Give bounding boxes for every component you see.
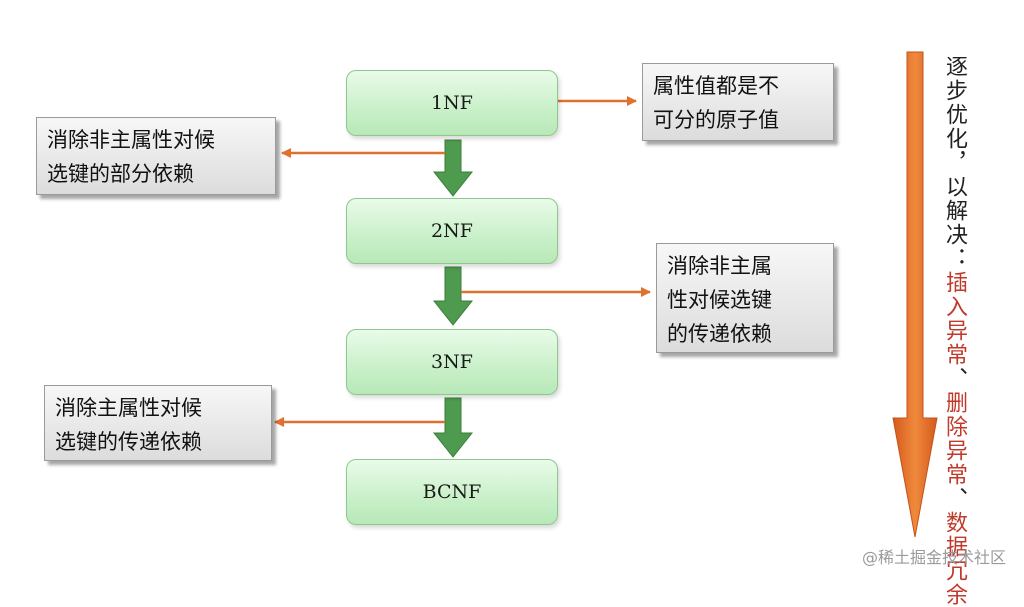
note-atomic-line-1: 属性值都是不	[653, 74, 779, 98]
note-partial-line-1: 消除非主属性对候	[47, 128, 215, 152]
node-bcnf-label: BCNF	[422, 481, 482, 503]
note-atomic-line-2: 可分的原子值	[653, 108, 779, 132]
down-arrow-2	[432, 266, 474, 326]
node-1nf-label: 1NF	[431, 92, 473, 114]
side-text-col1: 逐步优化，以解决：	[942, 55, 967, 271]
node-3nf: 3NF	[346, 329, 558, 395]
down-arrow-3	[432, 397, 474, 458]
node-3nf-label: 3NF	[431, 351, 473, 373]
arrow-layer	[274, 51, 938, 538]
note-transitive-nonprime: 消除非主属 性对候选键 的传递依赖	[656, 243, 834, 353]
note-transitive-prime-line-1: 消除主属性对候	[55, 396, 202, 420]
note-atomic-values: 属性值都是不 可分的原子值	[642, 63, 834, 141]
note-transitive-prime-line-2: 选键的传递依赖	[55, 430, 202, 454]
big-down-arrow	[892, 51, 938, 538]
note-transitive-nonprime-line-1: 消除非主属	[667, 254, 772, 278]
node-2nf: 2NF	[346, 198, 558, 264]
side-text-delete-anomaly: 删除异常	[942, 391, 967, 487]
note-partial-line-2: 选键的部分依赖	[47, 162, 194, 186]
side-text-insert-anomaly: 插入异常	[942, 271, 967, 367]
note-partial-dependency: 消除非主属性对候 选键的部分依赖	[36, 117, 276, 195]
note-transitive-nonprime-line-2: 性对候选键	[667, 288, 772, 312]
node-2nf-label: 2NF	[431, 220, 473, 242]
node-1nf: 1NF	[346, 70, 558, 136]
watermark: @稀土掘金技术社区	[861, 548, 1006, 567]
down-arrow-1	[432, 139, 474, 197]
note-transitive-prime: 消除主属性对候 选键的传递依赖	[44, 385, 272, 461]
note-transitive-nonprime-line-3: 的传递依赖	[667, 322, 772, 346]
node-bcnf: BCNF	[346, 459, 558, 525]
side-text-sep-1: 、	[942, 367, 967, 391]
side-text-sep-2: 、	[942, 487, 967, 511]
side-text: 逐步优化，以解决：插入异常、删除异常、数据冗余	[940, 55, 968, 607]
